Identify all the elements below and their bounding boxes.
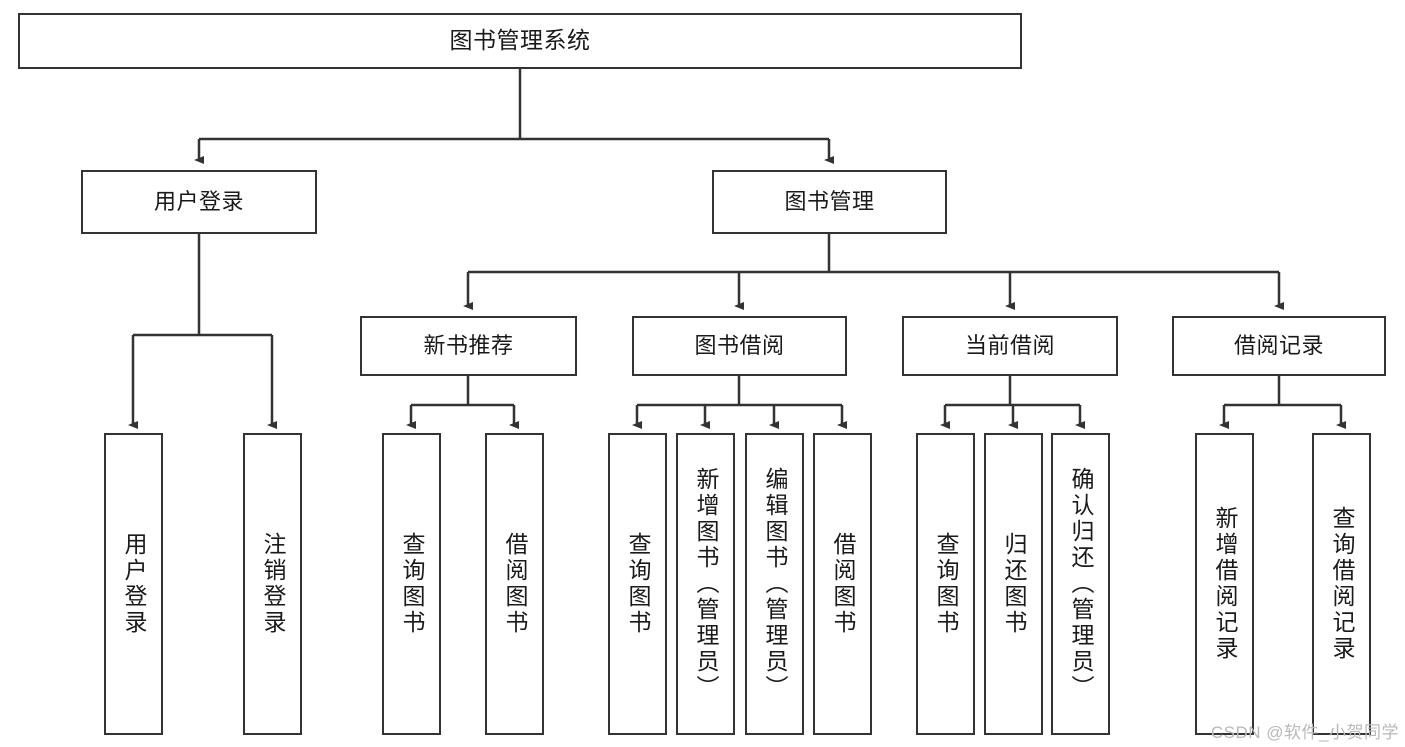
node-label: 用户登录 xyxy=(153,189,244,215)
node-leaf-query-borrow-record[interactable]: 查询借阅记录 xyxy=(1312,433,1371,735)
node-leaf-user-login[interactable]: 用户登录 xyxy=(104,433,163,735)
node-label: 借阅图书 xyxy=(502,532,528,636)
node-leaf-borrow-book-recommend[interactable]: 借阅图书 xyxy=(485,433,544,735)
node-label: 图书管理 xyxy=(784,189,875,215)
node-label: 查询借阅记录 xyxy=(1329,506,1355,662)
node-leaf-query-book-current[interactable]: 查询图书 xyxy=(916,433,975,735)
node-leaf-add-book[interactable]: 新增图书（管理员） xyxy=(676,433,735,735)
node-label: 借阅图书 xyxy=(830,532,856,636)
node-label: 借阅记录 xyxy=(1233,333,1324,359)
node-label: 用户登录 xyxy=(121,532,147,636)
node-book-borrow[interactable]: 图书借阅 xyxy=(632,316,847,376)
node-leaf-edit-book[interactable]: 编辑图书（管理员） xyxy=(745,433,804,735)
node-label: 注销登录 xyxy=(260,532,286,636)
node-current-borrow[interactable]: 当前借阅 xyxy=(902,316,1118,376)
node-book-manage[interactable]: 图书管理 xyxy=(712,170,947,234)
node-root-book-management-system[interactable]: 图书管理系统 xyxy=(18,13,1022,69)
node-label: 图书管理系统 xyxy=(449,27,591,54)
node-new-book-recommend[interactable]: 新书推荐 xyxy=(360,316,577,376)
node-leaf-query-book-borrow[interactable]: 查询图书 xyxy=(608,433,667,735)
node-label: 编辑图书（管理员） xyxy=(762,467,788,701)
node-label: 当前借阅 xyxy=(964,333,1055,359)
node-leaf-logout-login[interactable]: 注销登录 xyxy=(243,433,302,735)
node-label: 图书借阅 xyxy=(694,333,785,359)
node-label: 新书推荐 xyxy=(423,333,514,359)
node-label: 新增借阅记录 xyxy=(1212,506,1238,662)
node-leaf-borrow-book[interactable]: 借阅图书 xyxy=(813,433,872,735)
node-label: 归还图书 xyxy=(1001,532,1027,636)
node-label: 查询图书 xyxy=(399,532,425,636)
node-label: 确认归还（管理员） xyxy=(1068,467,1094,701)
node-leaf-confirm-return[interactable]: 确认归还（管理员） xyxy=(1051,433,1110,735)
node-borrow-record[interactable]: 借阅记录 xyxy=(1172,316,1386,376)
node-label: 查询图书 xyxy=(933,532,959,636)
node-leaf-return-book[interactable]: 归还图书 xyxy=(984,433,1043,735)
node-leaf-query-book-recommend[interactable]: 查询图书 xyxy=(382,433,441,735)
node-leaf-add-borrow-record[interactable]: 新增借阅记录 xyxy=(1195,433,1254,735)
node-user-login[interactable]: 用户登录 xyxy=(81,170,317,234)
node-label: 新增图书（管理员） xyxy=(693,467,719,701)
node-label: 查询图书 xyxy=(625,532,651,636)
